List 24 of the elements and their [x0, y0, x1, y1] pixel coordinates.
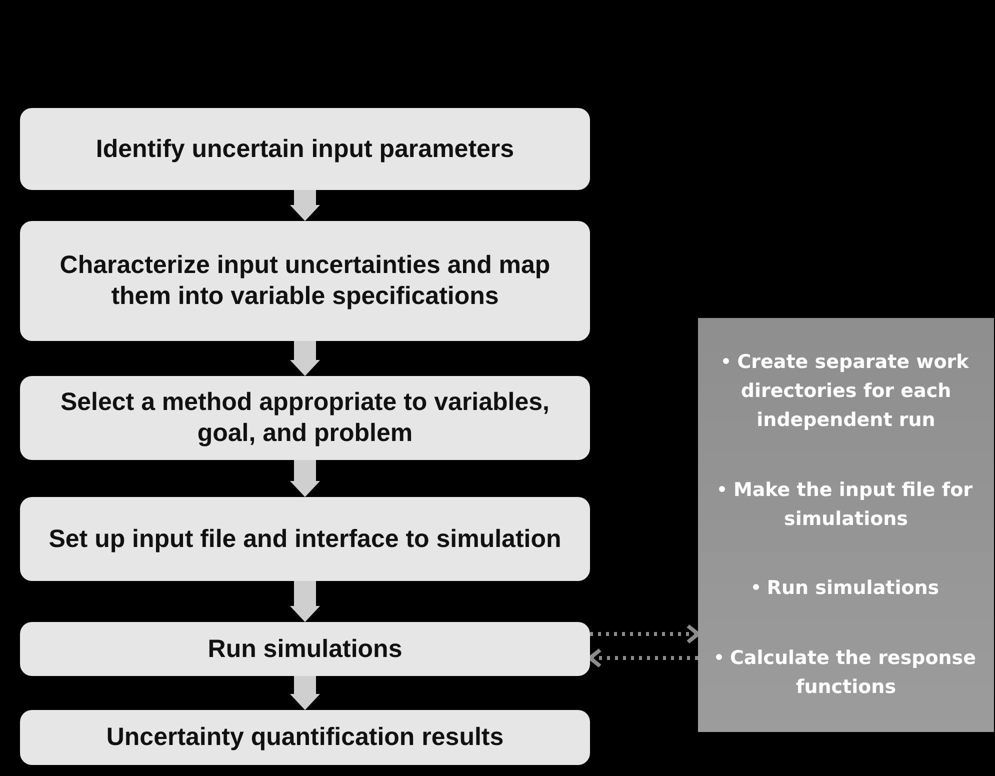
process-box [20, 221, 590, 341]
bullet-item: Create separate work directories for each independent run [712, 348, 980, 436]
step-label: Set up input file and interface to simulation [48, 524, 562, 554]
bullet-item: Calculate the response functions [712, 644, 980, 702]
notes-panel [698, 318, 994, 732]
arrow [290, 581, 320, 622]
arrow [290, 676, 320, 710]
process-box [20, 710, 590, 765]
process-box [20, 622, 590, 676]
arrow [588, 648, 698, 668]
step-label: Identify uncertain input parameters [96, 134, 514, 164]
bullet-item: Make the input file for simulations [712, 476, 980, 534]
step-label: Select a method appropriate to variables, goal, and problem [59, 387, 551, 449]
step-label: Run simulations [208, 634, 402, 664]
step-label: Characterize input uncertainties and map them into variable specifications [58, 250, 552, 312]
arrow [290, 460, 320, 497]
bullet-item: Run simulations [752, 574, 940, 604]
process-box [20, 108, 590, 190]
step-label: Uncertainty quantification results [106, 722, 504, 753]
process-box [20, 497, 590, 581]
arrow [590, 624, 700, 644]
arrow [290, 190, 320, 221]
arrow [290, 341, 320, 376]
process-box [20, 376, 590, 460]
